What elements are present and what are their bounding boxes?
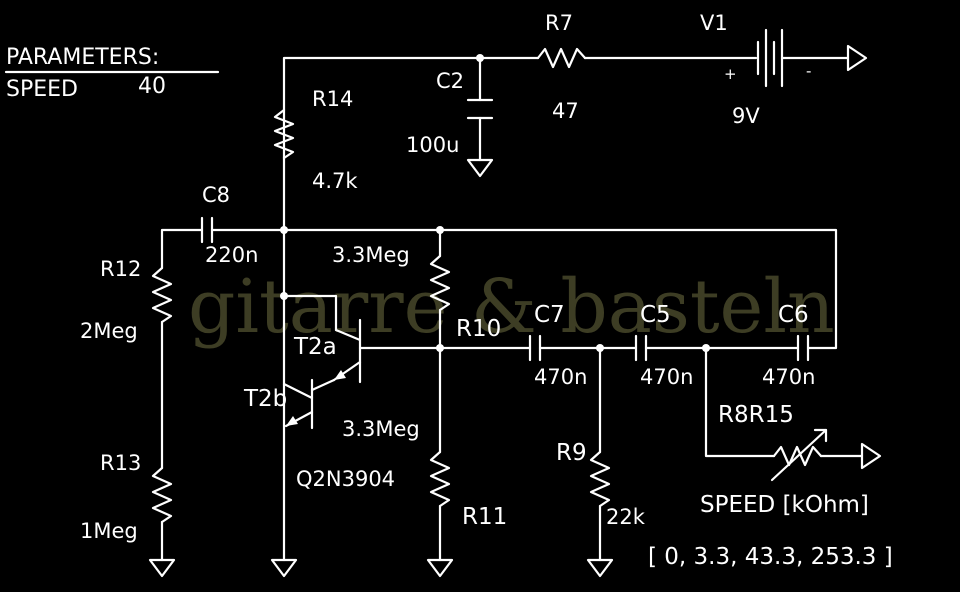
r13-ref: R13: [100, 451, 141, 475]
watermark: gitarre & basteln: [188, 264, 835, 350]
ground-c2: [466, 158, 494, 178]
parameter-value: 40: [138, 74, 166, 99]
c6-ref: C6: [778, 302, 809, 328]
parameters-heading: PARAMETERS:: [6, 45, 159, 70]
r11-ref: R11: [462, 504, 507, 530]
ground-r11: [426, 558, 454, 578]
c5-ref: C5: [640, 302, 671, 328]
transistor-t2-darlington: [270, 228, 442, 578]
resistor-r13: [148, 466, 176, 578]
v1-ref: V1: [700, 11, 728, 35]
resistor-r7: [536, 47, 758, 69]
c8-ref: C8: [202, 183, 230, 207]
r10-value: 3.3Meg: [332, 243, 410, 267]
r14-ref: R14: [312, 87, 353, 111]
r10-ref: R10: [456, 316, 501, 342]
c7-value: 470n: [534, 365, 587, 389]
c2-value: 100u: [406, 133, 459, 157]
c2-ref: C2: [436, 69, 464, 93]
v1-value: 9V: [732, 104, 760, 128]
r9-ref: R9: [556, 440, 587, 466]
t2b-ref: T2b: [243, 386, 287, 412]
resistor-r14: [273, 108, 295, 160]
transistor-model: Q2N3904: [296, 467, 395, 491]
capacitor-c2: [466, 56, 494, 178]
r7-value: 47: [552, 99, 579, 123]
r7-ref: R7: [545, 11, 573, 35]
resistor-r12: [151, 266, 173, 470]
r11-value: 3.3Meg: [342, 417, 420, 441]
c6-value: 470n: [762, 365, 815, 389]
r12-value: 2Meg: [80, 319, 138, 343]
t2a-ref: T2a: [293, 334, 337, 360]
parameter-name: SPEED: [6, 77, 78, 102]
phase-shift-network: [438, 334, 810, 362]
resistor-r11: [426, 346, 454, 578]
c7-ref: C7: [534, 302, 565, 328]
c5-value: 470n: [640, 365, 693, 389]
variable-resistor-r8r15: [704, 346, 882, 482]
r8r15-speed-values: [ 0, 3.3, 43.3, 253.3 ]: [648, 544, 893, 570]
r9-value: 22k: [606, 505, 646, 529]
ground-r9: [586, 558, 614, 578]
resistor-r9: [586, 346, 614, 578]
r13-value: 1Meg: [80, 519, 138, 543]
c8-value: 220n: [205, 243, 258, 267]
ground-emitter: [270, 558, 298, 578]
r8r15-speed-label: SPEED [kOhm]: [700, 492, 869, 518]
v1-plus-sign: +: [724, 65, 737, 83]
ground-r13: [148, 558, 176, 578]
r8r15-ref: R8R15: [718, 402, 794, 428]
battery-v1: [756, 28, 868, 88]
r14-value: 4.7k: [312, 169, 358, 193]
r12-ref: R12: [100, 257, 141, 281]
v1-minus-sign: -: [806, 62, 811, 80]
